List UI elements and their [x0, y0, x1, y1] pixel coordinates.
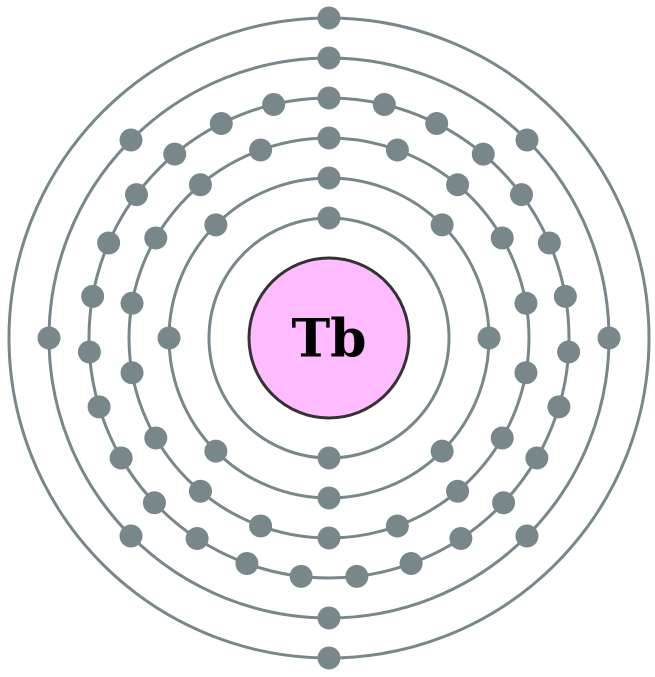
electron	[385, 514, 409, 538]
electron	[317, 126, 341, 150]
electron	[188, 173, 212, 197]
electron	[477, 326, 501, 350]
electron	[142, 491, 166, 515]
electron	[597, 326, 621, 350]
electron	[446, 479, 470, 503]
electron	[249, 138, 273, 162]
electron	[87, 395, 111, 419]
electron	[81, 284, 105, 308]
electron	[399, 552, 423, 576]
electron	[109, 446, 133, 470]
electron	[446, 173, 470, 197]
electron	[425, 112, 449, 136]
electron	[235, 552, 259, 576]
electron	[124, 183, 148, 207]
electrons	[37, 6, 621, 670]
electron	[317, 206, 341, 230]
electron	[317, 446, 341, 470]
electron	[490, 226, 514, 250]
electron	[185, 527, 209, 551]
electron	[317, 6, 341, 30]
electron	[317, 646, 341, 670]
electron	[490, 426, 514, 450]
electron	[510, 183, 534, 207]
electron	[97, 231, 121, 255]
electron	[345, 564, 369, 588]
electron	[157, 326, 181, 350]
electron	[163, 142, 187, 166]
electron	[525, 446, 549, 470]
electron	[317, 606, 341, 630]
electron	[249, 514, 273, 538]
electron	[262, 92, 286, 116]
electron	[120, 361, 144, 385]
electron	[372, 92, 396, 116]
electron	[317, 166, 341, 190]
electron	[77, 340, 101, 364]
electron	[209, 112, 233, 136]
electron	[119, 128, 143, 152]
electron	[317, 46, 341, 70]
electron	[37, 326, 61, 350]
electron	[557, 340, 581, 364]
electron	[144, 226, 168, 250]
electron	[188, 479, 212, 503]
electron	[449, 527, 473, 551]
element-symbol: Tb	[291, 309, 366, 370]
electron	[317, 526, 341, 550]
electron	[514, 291, 538, 315]
electron	[120, 291, 144, 315]
electron	[430, 439, 454, 463]
electron	[430, 213, 454, 237]
electron	[537, 231, 561, 255]
electron	[547, 395, 571, 419]
nucleus-circle	[247, 256, 411, 420]
electron	[515, 524, 539, 548]
electron	[514, 361, 538, 385]
electron	[317, 86, 341, 110]
electron	[119, 524, 143, 548]
electron	[385, 138, 409, 162]
electron	[204, 213, 228, 237]
electron	[515, 128, 539, 152]
electron	[471, 142, 495, 166]
electron	[553, 284, 577, 308]
electron	[144, 426, 168, 450]
electron	[492, 491, 516, 515]
nucleus: Tb	[247, 256, 411, 420]
electron	[317, 486, 341, 510]
electron	[289, 564, 313, 588]
electron	[204, 439, 228, 463]
